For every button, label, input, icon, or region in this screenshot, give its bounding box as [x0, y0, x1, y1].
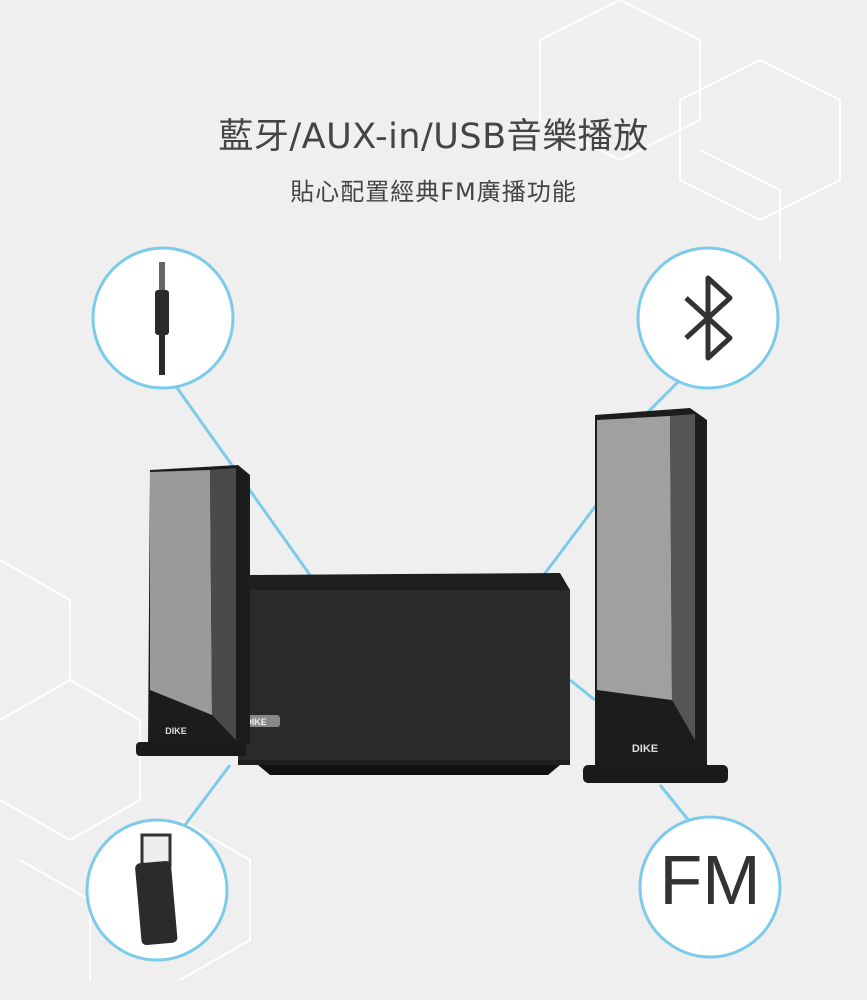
page-title: 藍牙/AUX-in/USB音樂播放	[218, 117, 649, 157]
page-subtitle: 貼心配置經典FM廣播功能	[290, 178, 577, 206]
subwoofer: DIKE	[232, 573, 570, 775]
usb-drive-icon	[135, 833, 178, 945]
left-speaker-brand-logo: DIKE	[165, 726, 187, 736]
left-satellite-speaker: DIKE	[136, 465, 250, 756]
bluetooth-icon	[684, 275, 733, 361]
right-satellite-speaker: DIKE	[583, 408, 728, 783]
fm-label: FM	[659, 841, 761, 919]
fm-circle	[638, 815, 782, 959]
subwoofer-brand-logo: DIKE	[245, 717, 267, 727]
audio-jack-icon	[155, 262, 169, 375]
right-speaker-brand-logo: DIKE	[632, 743, 658, 755]
